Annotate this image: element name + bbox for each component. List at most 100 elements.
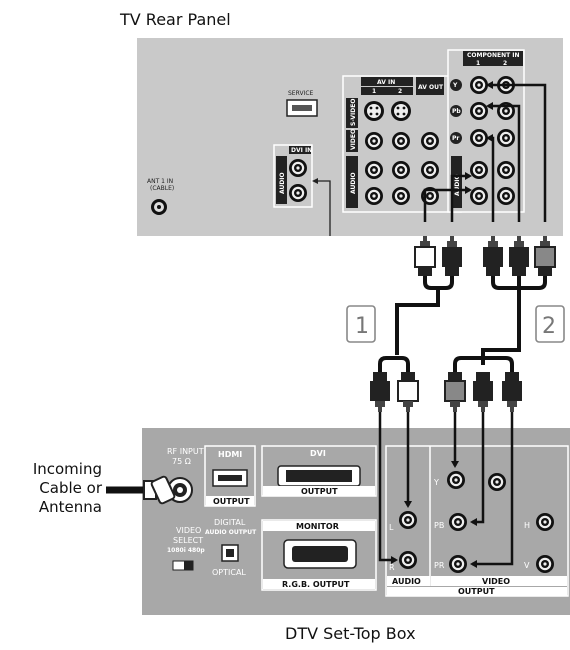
digital-audio-label-1: DIGITAL (214, 518, 246, 527)
ant-in-jack (151, 199, 167, 215)
incoming-cable-label: Incoming Cable or Antenna (4, 460, 102, 517)
rf-input-label-2: 75 Ω (172, 457, 191, 466)
av-in-col-2: 2 (398, 88, 402, 95)
dvi-leader-line (315, 180, 331, 236)
component-in-label: COMPONENT IN (467, 52, 520, 59)
tv-rear-panel-caption: TV Rear Panel (120, 10, 231, 29)
stb-h-label: H (524, 521, 530, 530)
comp1-audio-l-jack (470, 161, 488, 179)
stb-extra-jack (488, 473, 506, 491)
hdmi-label: HDMI (218, 450, 242, 459)
monitor-box (261, 519, 377, 591)
dvi-audio-label: AUDIO (279, 172, 286, 194)
stb-l-label: L (389, 523, 394, 532)
av-in-2-audio-r-jack (392, 187, 410, 205)
comp2-pr-jack (497, 129, 515, 147)
rgb-output-port (283, 539, 357, 569)
dvi-audio-l-jack (289, 159, 307, 177)
incoming-cable (106, 475, 176, 505)
ant-label-line1: ANT 1 IN (147, 178, 173, 185)
tv-y-plug (534, 235, 556, 277)
dvi-in-label: DVI IN (291, 147, 312, 154)
comp1-y-jack (470, 76, 488, 94)
stb-audio-r-jack (399, 551, 417, 569)
comp1-pr-jack (470, 129, 488, 147)
tv-pb-plug (509, 236, 529, 276)
stb-y-plug (444, 371, 466, 413)
stb-y-label: Y (433, 478, 439, 487)
stb-connection-lines (378, 412, 514, 566)
stb-audio-r-plug (370, 372, 390, 412)
dvi-output-port (277, 465, 361, 487)
cable-component (453, 276, 547, 372)
digital-audio-label-2: AUDIO OUTPUT (205, 529, 257, 536)
stb-y-jack (447, 471, 465, 489)
cable-audio (378, 276, 454, 372)
stb-h-jack (536, 513, 554, 531)
comp2-pb-jack (497, 102, 515, 120)
hdmi-output-label: OUTPUT (213, 497, 250, 506)
dvi-output-label: OUTPUT (301, 487, 338, 496)
av-out-video-jack (421, 132, 439, 150)
stb-pb-label: PB (434, 521, 444, 530)
stb-pr-label: PR (434, 561, 445, 570)
optical-port (221, 544, 239, 562)
stb-dvi-label: DVI (310, 449, 326, 458)
s-video-jack-2 (391, 101, 411, 121)
hdmi-port (212, 469, 248, 487)
video-label: VIDEO (350, 129, 357, 150)
stb-pr-plug (502, 372, 522, 412)
video-select-label-1: VIDEO (176, 526, 201, 535)
stb-audio-l-plug (397, 371, 419, 413)
s-video-label: S-VIDEO (350, 99, 357, 126)
comp1-audio-r-jack (470, 187, 488, 205)
comp2-audio-l-jack (497, 161, 515, 179)
av-in-2-audio-l-jack (392, 161, 410, 179)
incoming-line-2: Cable or (39, 479, 102, 497)
service-usb-port (286, 99, 318, 117)
av-out-label: AV OUT (418, 84, 444, 91)
ant-label-line2: (CABLE) (150, 185, 174, 192)
component-col-2: 2 (503, 60, 507, 67)
tv-audio-r-plug (442, 236, 462, 276)
video-select-switch[interactable] (172, 560, 194, 571)
stb-v-jack (536, 555, 554, 573)
av-in-2-video-jack (392, 132, 410, 150)
av-in-1-audio-l-jack (365, 161, 383, 179)
comp-y-label: Y (452, 82, 458, 89)
stb-output-label: OUTPUT (458, 587, 495, 596)
dvi-audio-r-jack (289, 184, 307, 202)
av-audio-label: AUDIO (350, 172, 357, 194)
comp1-pb-jack (470, 102, 488, 120)
comp-pb-label: Pb (452, 108, 461, 115)
rf-input-label-1: RF INPUT (167, 447, 204, 456)
step-1-badge: 1 (346, 305, 376, 343)
av-in-col-1: 1 (372, 88, 376, 95)
av-in-1-video-jack (365, 132, 383, 150)
av-in-1-audio-r-jack (365, 187, 383, 205)
stb-video-label: VIDEO (482, 577, 510, 586)
incoming-line-3: Antenna (38, 498, 102, 516)
s-video-jack-1 (364, 101, 384, 121)
stb-pb-jack (449, 513, 467, 531)
tv-audio-l-plug (414, 235, 436, 277)
step-1-number: 1 (355, 314, 369, 339)
av-out-audio-l-jack (421, 161, 439, 179)
video-select-label-3: 1080i 480p (167, 547, 205, 554)
rgb-output-label: R.G.B. OUTPUT (282, 580, 350, 589)
optical-label: OPTICAL (212, 568, 246, 577)
stb-r-label: R (389, 563, 395, 572)
tv-pr-plug (483, 236, 503, 276)
stb-v-label: V (524, 561, 530, 570)
stb-pb-plug (473, 372, 493, 412)
video-select-label-2: SELECT (173, 536, 203, 545)
comp-pr-label: Pr (452, 135, 459, 142)
step-2-number: 2 (542, 314, 556, 339)
incoming-line-1: Incoming (32, 460, 102, 478)
comp2-audio-r-jack (497, 187, 515, 205)
av-in-label: AV IN (377, 79, 395, 86)
comp-audio-label: AUDIO (454, 174, 461, 196)
stb-audio-label: AUDIO (392, 577, 421, 586)
service-label: SERVICE (288, 90, 314, 97)
